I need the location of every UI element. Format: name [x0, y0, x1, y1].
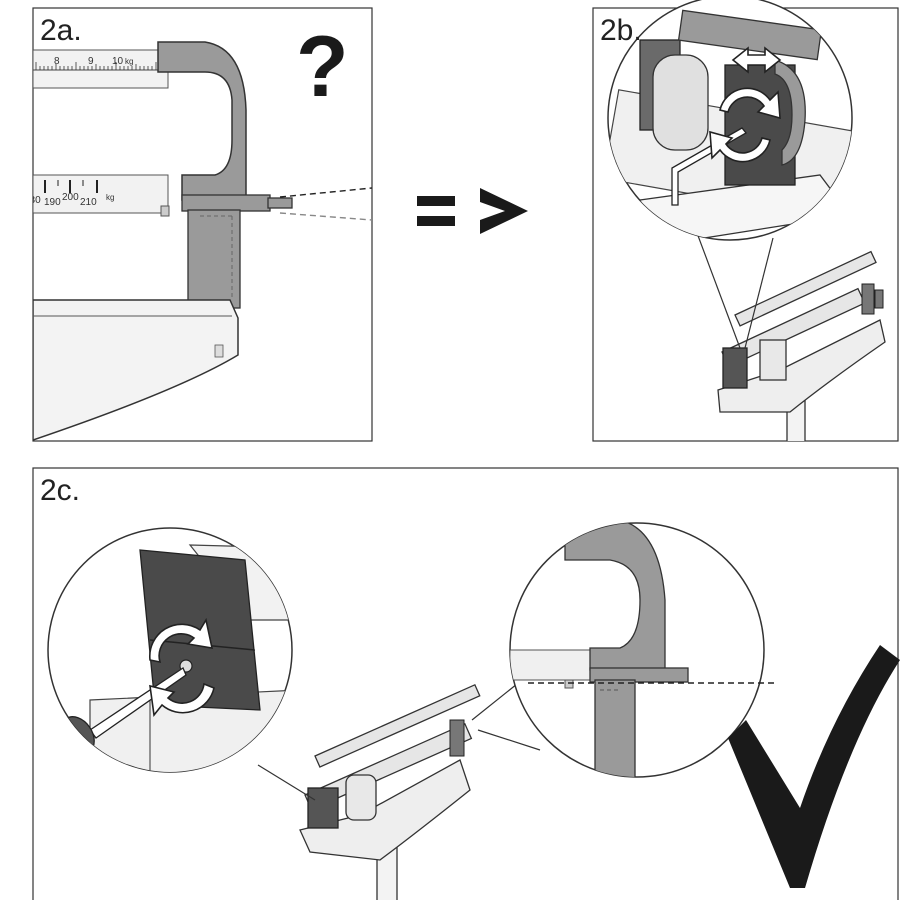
panel-label-2c: 2c. — [40, 474, 80, 507]
lower-tick-200: 200 — [62, 192, 79, 203]
lower-unit: kg — [106, 193, 114, 202]
arrow-symbol — [417, 188, 528, 234]
reference-line-bottom — [279, 212, 372, 221]
magnifier-2c-right — [509, 522, 775, 778]
reference-line-top — [279, 187, 372, 198]
lower-tick-190: 190 — [44, 197, 61, 208]
scale-overview-2c — [299, 683, 481, 861]
magnifier-2b — [607, 0, 853, 241]
panel-label-2b: 2b. — [600, 14, 642, 47]
balance-pointer — [160, 194, 293, 309]
upper-scale-bar: 8 9 10 kg — [33, 49, 169, 89]
sliding-weight-hook — [157, 41, 247, 201]
checkmark-icon — [728, 645, 900, 888]
upper-unit: kg — [125, 57, 133, 66]
panel-2b: 2b. — [592, 0, 899, 442]
upper-tick-10: 10 — [112, 56, 124, 67]
scale-base — [33, 299, 239, 441]
panel-label-2a: 2a. — [40, 14, 82, 47]
panel-2a: 8 9 10 kg 180 190 200 210 kg — [24, 7, 373, 442]
question-mark: ? — [296, 19, 349, 115]
lower-tick-180: 180 — [24, 195, 41, 206]
upper-tick-9: 9 — [88, 56, 94, 67]
lower-scale-bar: 180 190 200 210 kg — [24, 174, 169, 214]
upper-tick-8: 8 — [54, 56, 60, 67]
panel-2c: 2c. — [32, 467, 900, 900]
scale-overview-2b — [717, 250, 886, 413]
lower-tick-210: 210 — [80, 197, 97, 208]
